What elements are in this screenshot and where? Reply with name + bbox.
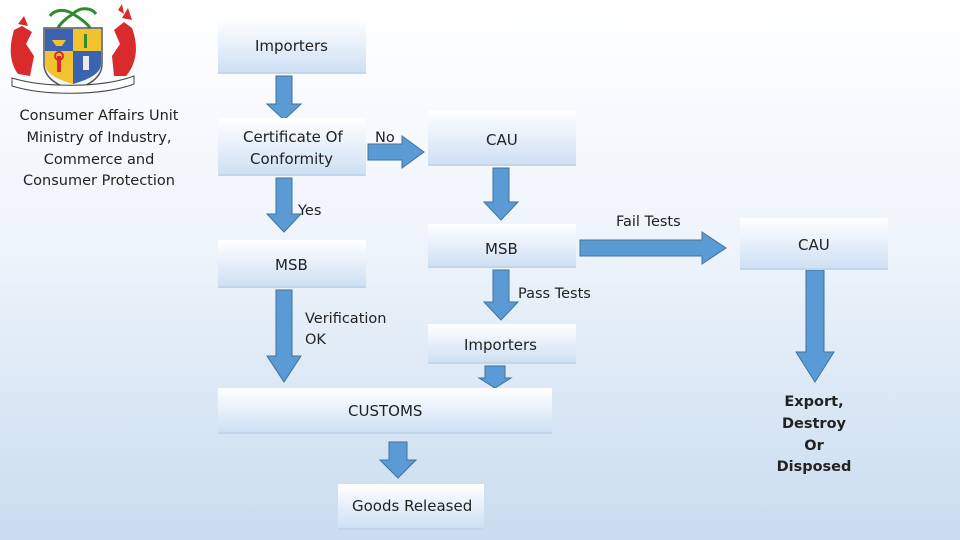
org-line: Ministry of Industry, (26, 129, 172, 146)
export-destroy-disposed-label: Export, Destroy Or Disposed (764, 392, 864, 479)
arrow-down-icon (265, 75, 303, 121)
yes-label: Yes (298, 203, 322, 219)
pass-tests-label: Pass Tests (518, 286, 591, 302)
export-line: Export, (784, 394, 844, 410)
box-label: Importers (255, 37, 328, 55)
cau-right-box: CAU (740, 218, 888, 270)
box-label: CAU (486, 131, 518, 149)
msb-right-box: MSB (428, 224, 576, 268)
arrow-right-icon (367, 135, 425, 169)
export-line: Or (804, 437, 824, 454)
arrow-down-icon (795, 269, 835, 383)
arrow-down-icon (265, 177, 303, 233)
box-label: MSB (485, 240, 518, 258)
box-label: Importers (464, 336, 537, 354)
box-label: Goods Released (352, 497, 473, 515)
arrow-right-icon (579, 231, 727, 265)
arrow-down-icon (266, 289, 302, 383)
org-line: Commerce and (43, 151, 155, 168)
arrow-down-icon (482, 167, 520, 221)
arrow-down-icon (482, 269, 520, 321)
arrow-down-icon (378, 441, 418, 479)
organization-name: Consumer Affairs Unit Ministry of Indust… (8, 106, 190, 193)
org-line: Consumer Protection (23, 173, 175, 190)
importers-mid-box: Importers (428, 324, 576, 364)
fail-tests-label: Fail Tests (616, 214, 681, 230)
verification-ok-label: Verification OK (305, 309, 386, 351)
export-line: Disposed (776, 459, 852, 476)
box-label: CUSTOMS (348, 402, 423, 420)
verification-line: OK (305, 332, 326, 349)
box-label: MSB (275, 256, 308, 274)
no-label: No (375, 130, 395, 146)
msb-left-box: MSB (218, 240, 366, 288)
certificate-box: Certificate Of Conformity (218, 118, 366, 176)
verification-line: Verification (305, 311, 387, 327)
box-label: CAU (798, 236, 830, 254)
box-label-line: Certificate Of (243, 128, 343, 146)
org-line: Consumer Affairs Unit (19, 108, 179, 124)
importers-top-box: Importers (218, 18, 366, 74)
box-label-line: Conformity (250, 150, 334, 168)
cau-top-box: CAU (428, 110, 576, 166)
customs-box: CUSTOMS (218, 388, 552, 434)
goods-released-box: Goods Released (338, 484, 484, 530)
arrow-down-icon (477, 365, 513, 389)
coat-of-arms-logo (10, 4, 136, 94)
export-line: Destroy (782, 415, 846, 432)
